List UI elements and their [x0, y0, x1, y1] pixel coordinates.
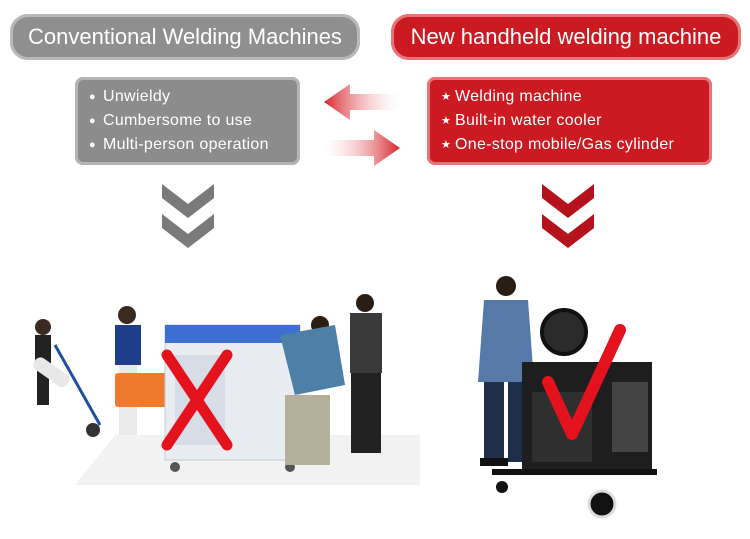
dot-bullet-icon: ●: [89, 91, 96, 103]
conventional-title: Conventional Welding Machines: [10, 14, 360, 60]
conventional-title-text: Conventional Welding Machines: [28, 24, 342, 49]
feature-label: One-stop mobile/Gas cylinder: [455, 136, 675, 153]
worker-with-box-icon: [115, 306, 167, 435]
star-bullet-icon: ★: [441, 115, 452, 127]
worker-with-cart-icon: [33, 319, 102, 437]
conventional-feature-box: ● Unwieldy ● Cumbersome to use ● Multi-pers…: [75, 77, 300, 165]
list-item: ● Cumbersome to use: [89, 109, 300, 133]
dot-bullet-icon: ●: [89, 139, 96, 151]
chevron-down-gray-icon: [162, 184, 214, 248]
feature-label: Cumbersome to use: [103, 112, 253, 129]
arrow-left-icon: [324, 84, 400, 120]
list-item: ★Built-in water cooler: [441, 109, 712, 133]
new-machine-feature-box: ★Welding machine ★Built-in water cooler …: [427, 77, 712, 165]
cross-mark-icon: [161, 349, 233, 451]
new-machine-title-text: New handheld welding machine: [410, 24, 722, 49]
list-item: ● Unwieldy: [89, 85, 300, 109]
check-mark-icon: [542, 324, 626, 440]
chevron-down-red-icon: [542, 184, 594, 248]
new-machine-scene-illustration: [478, 276, 657, 519]
conventional-machine-icon: [164, 324, 301, 472]
feature-label: Unwieldy: [103, 88, 171, 105]
list-item: ★One-stop mobile/Gas cylinder: [441, 133, 712, 157]
workers-lifting-icon: [280, 294, 382, 465]
exchange-arrows-icon: [324, 84, 400, 166]
arrow-right-icon: [324, 130, 400, 166]
list-item: ★Welding machine: [441, 85, 712, 109]
feature-label: Welding machine: [455, 88, 582, 105]
new-machine-feature-list: ★Welding machine ★Built-in water cooler …: [441, 85, 712, 157]
dot-bullet-icon: ●: [89, 115, 96, 127]
conventional-scene-illustration: [33, 294, 420, 485]
conventional-feature-list: ● Unwieldy ● Cumbersome to use ● Multi-pers…: [89, 85, 300, 157]
new-machine-title: New handheld welding machine: [391, 14, 741, 60]
feature-label: Built-in water cooler: [455, 112, 602, 129]
list-item: ● Multi-person operation: [89, 133, 300, 157]
feature-label: Multi-person operation: [103, 136, 269, 153]
star-bullet-icon: ★: [441, 139, 452, 151]
star-bullet-icon: ★: [441, 91, 452, 103]
